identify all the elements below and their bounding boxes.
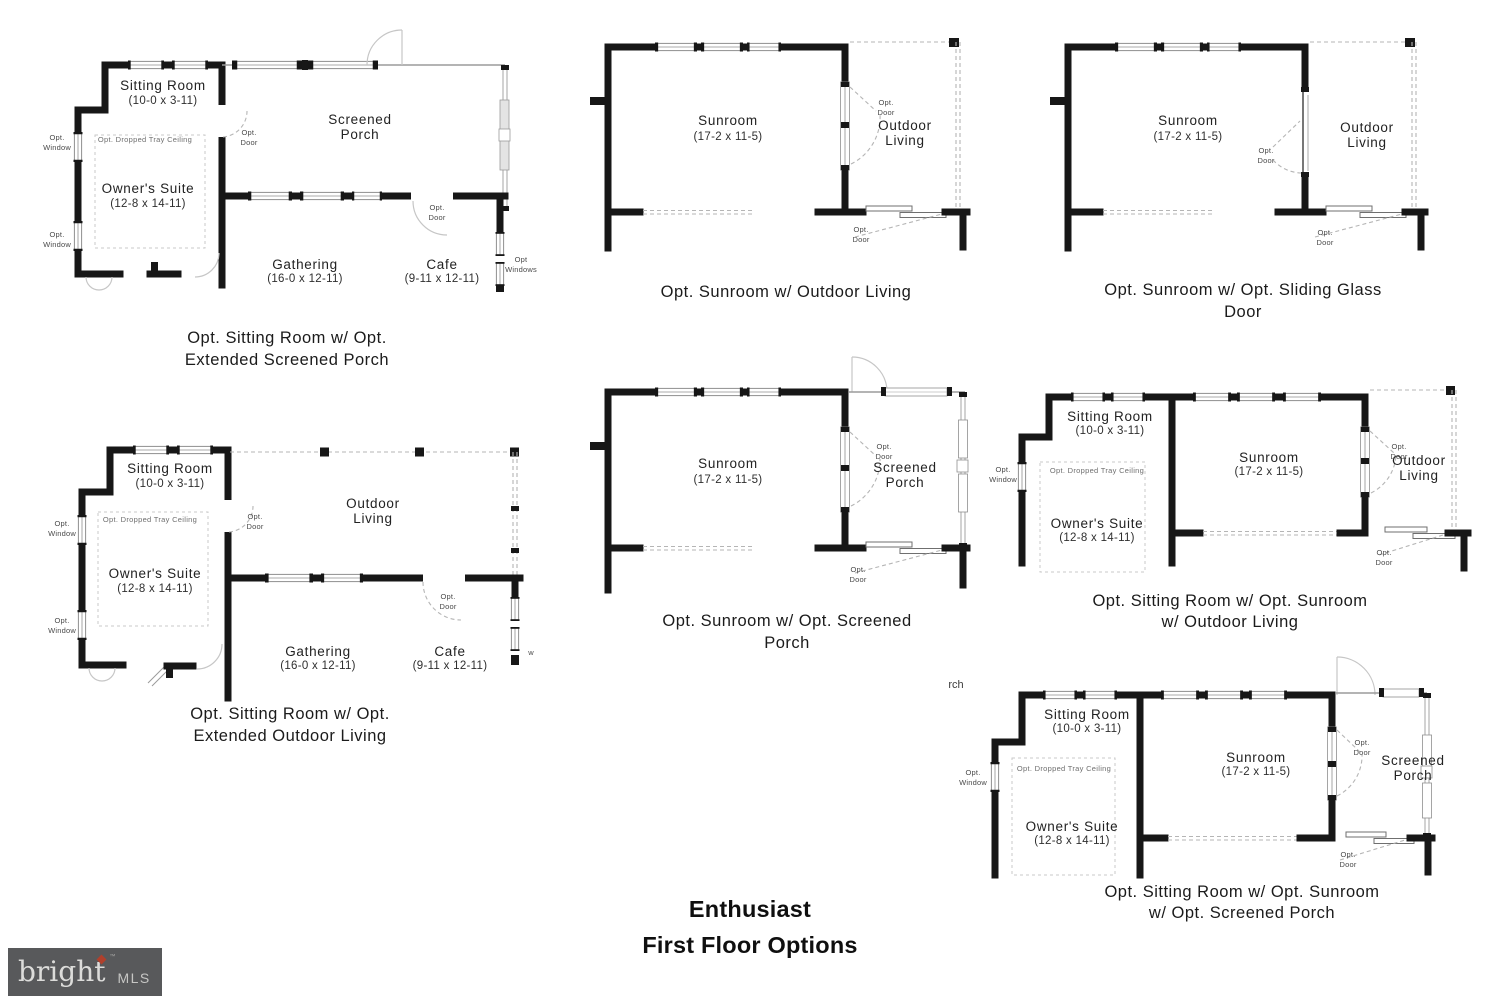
floorplan-sitting-sunroom-screened-porch bbox=[990, 656, 1436, 879]
room-dims-owners-suite: (12-8 x 14-11) bbox=[117, 583, 193, 595]
room-label-sunroom: Sunroom bbox=[1226, 750, 1286, 765]
opt-window-note: Opt. Window bbox=[989, 465, 1017, 484]
floorplan-sitting-sunroom-outdoor-living bbox=[1017, 386, 1472, 573]
room-dims-sunroom: (17-2 x 11-5) bbox=[1234, 466, 1304, 478]
logo-trademark: ™ bbox=[109, 954, 116, 960]
sheet-subtitle: First Floor Options bbox=[642, 932, 858, 958]
room-dims-gathering: (16-0 x 12-11) bbox=[267, 273, 343, 285]
room-dims-cafe: (9-11 x 12-11) bbox=[404, 273, 480, 285]
plan-caption: w/ Opt. Screened Porch bbox=[1148, 904, 1336, 922]
room-label-screened-porch: Screened Porch bbox=[873, 460, 937, 490]
opt-window-note: Opt. Window bbox=[43, 133, 71, 152]
room-label-owners-suite: Owner's Suite bbox=[108, 566, 202, 581]
opt-window-note: Opt. Window bbox=[48, 519, 76, 538]
opt-window-note: Opt. Window bbox=[43, 230, 71, 249]
room-label-cafe: Cafe bbox=[434, 644, 466, 659]
room-label-sunroom: Sunroom bbox=[698, 456, 758, 471]
room-dims-sunroom: (17-2 x 11-5) bbox=[1221, 766, 1291, 778]
room-label-sitting: Sitting Room bbox=[120, 78, 206, 93]
room-label-outdoor-living: Outdoor Living bbox=[878, 118, 932, 148]
plan-caption: Extended Outdoor Living bbox=[193, 727, 387, 745]
room-label-owners-suite: Owner's Suite bbox=[1025, 819, 1119, 834]
room-dims-sunroom: (17-2 x 11-5) bbox=[693, 131, 763, 143]
tray-ceiling-note: Opt. Dropped Tray Ceiling bbox=[102, 515, 198, 524]
plan-caption: w/ Outdoor Living bbox=[1161, 613, 1299, 631]
plan-caption: Door bbox=[1224, 303, 1262, 321]
plan-caption: Opt. Sunroom w/ Opt. Screened bbox=[662, 612, 912, 630]
room-label-outdoor-living: Outdoor Living bbox=[346, 496, 400, 526]
room-label-owners-suite: Owner's Suite bbox=[101, 181, 195, 196]
brightmls-logo: bright ™ MLS bbox=[8, 948, 162, 996]
opt-door-note: Opt. Door bbox=[849, 565, 867, 584]
opt-door-note: Opt. Door bbox=[1390, 442, 1408, 461]
logo-brand-word: bright bbox=[18, 955, 106, 988]
opt-door-note: Opt. Door bbox=[240, 128, 258, 147]
opt-door-note: Opt. Door bbox=[877, 98, 895, 117]
plan-caption: Opt. Sunroom w/ Opt. Sliding Glass bbox=[1104, 281, 1382, 299]
room-label-outdoor-living: Outdoor Living bbox=[1392, 453, 1446, 483]
room-label-gathering: Gathering bbox=[285, 644, 351, 659]
room-dims-gathering: (16-0 x 12-11) bbox=[280, 660, 356, 672]
floorplan-sitting-extended-outdoor-living bbox=[77, 445, 524, 702]
opt-door-note: Opt. Door bbox=[246, 512, 264, 531]
room-dims-sitting: (10-0 x 3-11) bbox=[1052, 723, 1122, 735]
room-dims-cafe: (9-11 x 12-11) bbox=[412, 660, 488, 672]
opt-door-note: Opt. Door bbox=[1316, 228, 1334, 247]
room-label-cafe: Cafe bbox=[426, 257, 458, 272]
room-label-outdoor-living: Outdoor Living bbox=[1340, 120, 1394, 150]
room-label-sunroom: Sunroom bbox=[698, 113, 758, 128]
plan-caption: Opt. Sitting Room w/ Opt. Sunroom bbox=[1092, 592, 1368, 610]
plan-caption: Opt. Sitting Room w/ Opt. bbox=[187, 329, 387, 347]
tray-ceiling-note: Opt. Dropped Tray Ceiling bbox=[1016, 764, 1112, 773]
tray-ceiling-note: Opt. Dropped Tray Ceiling bbox=[97, 135, 193, 144]
opt-door-note: Opt. Door bbox=[1375, 548, 1393, 567]
opt-windows-note: Opt Windows bbox=[505, 255, 537, 274]
stray-text-fragment: rch bbox=[948, 679, 964, 691]
floorplan-sitting-extended-screened-porch bbox=[73, 29, 511, 292]
room-label-gathering: Gathering bbox=[272, 257, 338, 272]
opt-door-note: Opt. Door bbox=[1339, 850, 1357, 869]
logo-brand-text: bright ™ bbox=[18, 954, 115, 988]
room-label-owners-suite: Owner's Suite bbox=[1050, 516, 1144, 531]
room-label-sunroom: Sunroom bbox=[1158, 113, 1218, 128]
room-dims-sunroom: (17-2 x 11-5) bbox=[1153, 131, 1223, 143]
room-label-screened-porch: Screened Porch bbox=[328, 112, 392, 142]
floorplan-sunroom-outdoor-living bbox=[590, 38, 971, 252]
sheet-title: Enthusiast bbox=[688, 896, 812, 922]
opt-window-note: Opt. Window bbox=[48, 616, 76, 635]
room-dims-owners-suite: (12-8 x 14-11) bbox=[1059, 532, 1135, 544]
room-dims-owners-suite: (12-8 x 14-11) bbox=[1034, 835, 1110, 847]
opt-door-note: Opt. Door bbox=[1353, 738, 1371, 757]
floorplan-sunroom-sliding-glass-door bbox=[1050, 38, 1429, 252]
plan-caption: Porch bbox=[764, 634, 810, 652]
room-label-sunroom: Sunroom bbox=[1239, 450, 1299, 465]
room-label-sitting: Sitting Room bbox=[1067, 409, 1153, 424]
tray-ceiling-note: Opt. Dropped Tray Ceiling bbox=[1049, 466, 1145, 475]
opt-door-note: Opt. Door bbox=[428, 203, 446, 222]
floorplan-sunroom-screened-porch bbox=[590, 356, 971, 594]
plan-caption: Opt. Sitting Room w/ Opt. bbox=[190, 705, 390, 723]
room-dims-sitting: (10-0 x 3-11) bbox=[1075, 425, 1145, 437]
opt-window-note: Opt. Window bbox=[959, 768, 987, 787]
opt-door-note: Opt. Door bbox=[875, 442, 893, 461]
logo-mls-text: MLS bbox=[117, 970, 151, 986]
window-abbrev-note: w bbox=[528, 648, 534, 657]
room-label-screened-porch: Screened Porch bbox=[1381, 753, 1445, 783]
opt-door-note: Opt. Door bbox=[439, 592, 457, 611]
room-label-sitting: Sitting Room bbox=[127, 461, 213, 476]
room-dims-owners-suite: (12-8 x 14-11) bbox=[110, 198, 186, 210]
opt-door-note: Opt. Door bbox=[1257, 146, 1275, 165]
room-dims-sitting: (10-0 x 3-11) bbox=[135, 478, 205, 490]
room-label-sitting: Sitting Room bbox=[1044, 707, 1130, 722]
plan-caption: Opt. Sunroom w/ Outdoor Living bbox=[660, 283, 912, 301]
room-dims-sunroom: (17-2 x 11-5) bbox=[693, 474, 763, 486]
opt-door-note: Opt. Door bbox=[852, 225, 870, 244]
plan-caption: Opt. Sitting Room w/ Opt. Sunroom bbox=[1104, 883, 1380, 901]
plan-caption: Extended Screened Porch bbox=[184, 351, 390, 369]
room-dims-sitting: (10-0 x 3-11) bbox=[128, 95, 198, 107]
